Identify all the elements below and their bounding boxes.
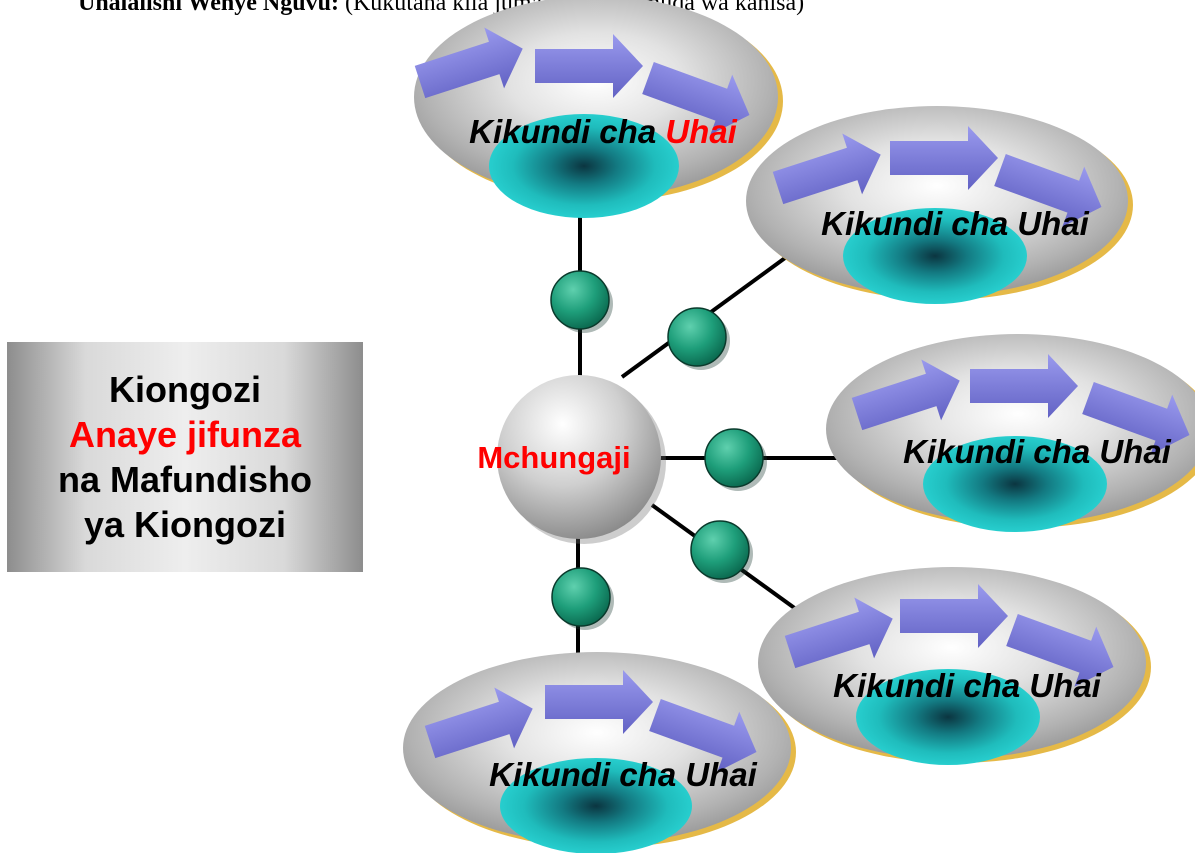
life-group-3-label: Kikundi cha Uhai xyxy=(903,433,1172,470)
life-group-5: Kikundi cha Uhai xyxy=(403,652,796,853)
connector-node-bottom xyxy=(551,567,614,630)
life-group-3: Kikundi cha Uhai xyxy=(826,334,1195,532)
life-group-2: Kikundi cha Uhai xyxy=(746,106,1133,304)
connector-node-lower-right xyxy=(690,520,753,583)
pastor-label: Mchungaji xyxy=(477,440,630,475)
pastor-hub: Mchungaji xyxy=(477,375,666,544)
connector-node-upper-right xyxy=(667,307,730,370)
header-bold-text: Uhalalishi Wenye Nguvu: xyxy=(78,0,339,16)
life-group-5-label: Kikundi cha Uhai xyxy=(489,756,758,793)
leader-box: Kiongozi Anaye jifunza na Mafundisho ya … xyxy=(7,342,363,572)
life-group-1-label: Kikundi cha Uhai xyxy=(469,113,738,150)
connector-node-top xyxy=(550,270,613,333)
leader-line-4: ya Kiongozi xyxy=(83,504,286,545)
life-group-4-label: Kikundi cha Uhai xyxy=(833,667,1102,704)
life-group-4: Kikundi cha Uhai xyxy=(758,567,1151,765)
connector-node-right xyxy=(704,428,767,491)
life-group-1: Kikundi cha Uhai xyxy=(410,0,783,218)
leader-line-1: Kiongozi xyxy=(109,369,261,410)
leader-line-2: Anaye jifunza xyxy=(68,414,302,455)
leader-line-3: na Mafundisho xyxy=(58,459,312,500)
life-group-2-label: Kikundi cha Uhai xyxy=(821,205,1090,242)
